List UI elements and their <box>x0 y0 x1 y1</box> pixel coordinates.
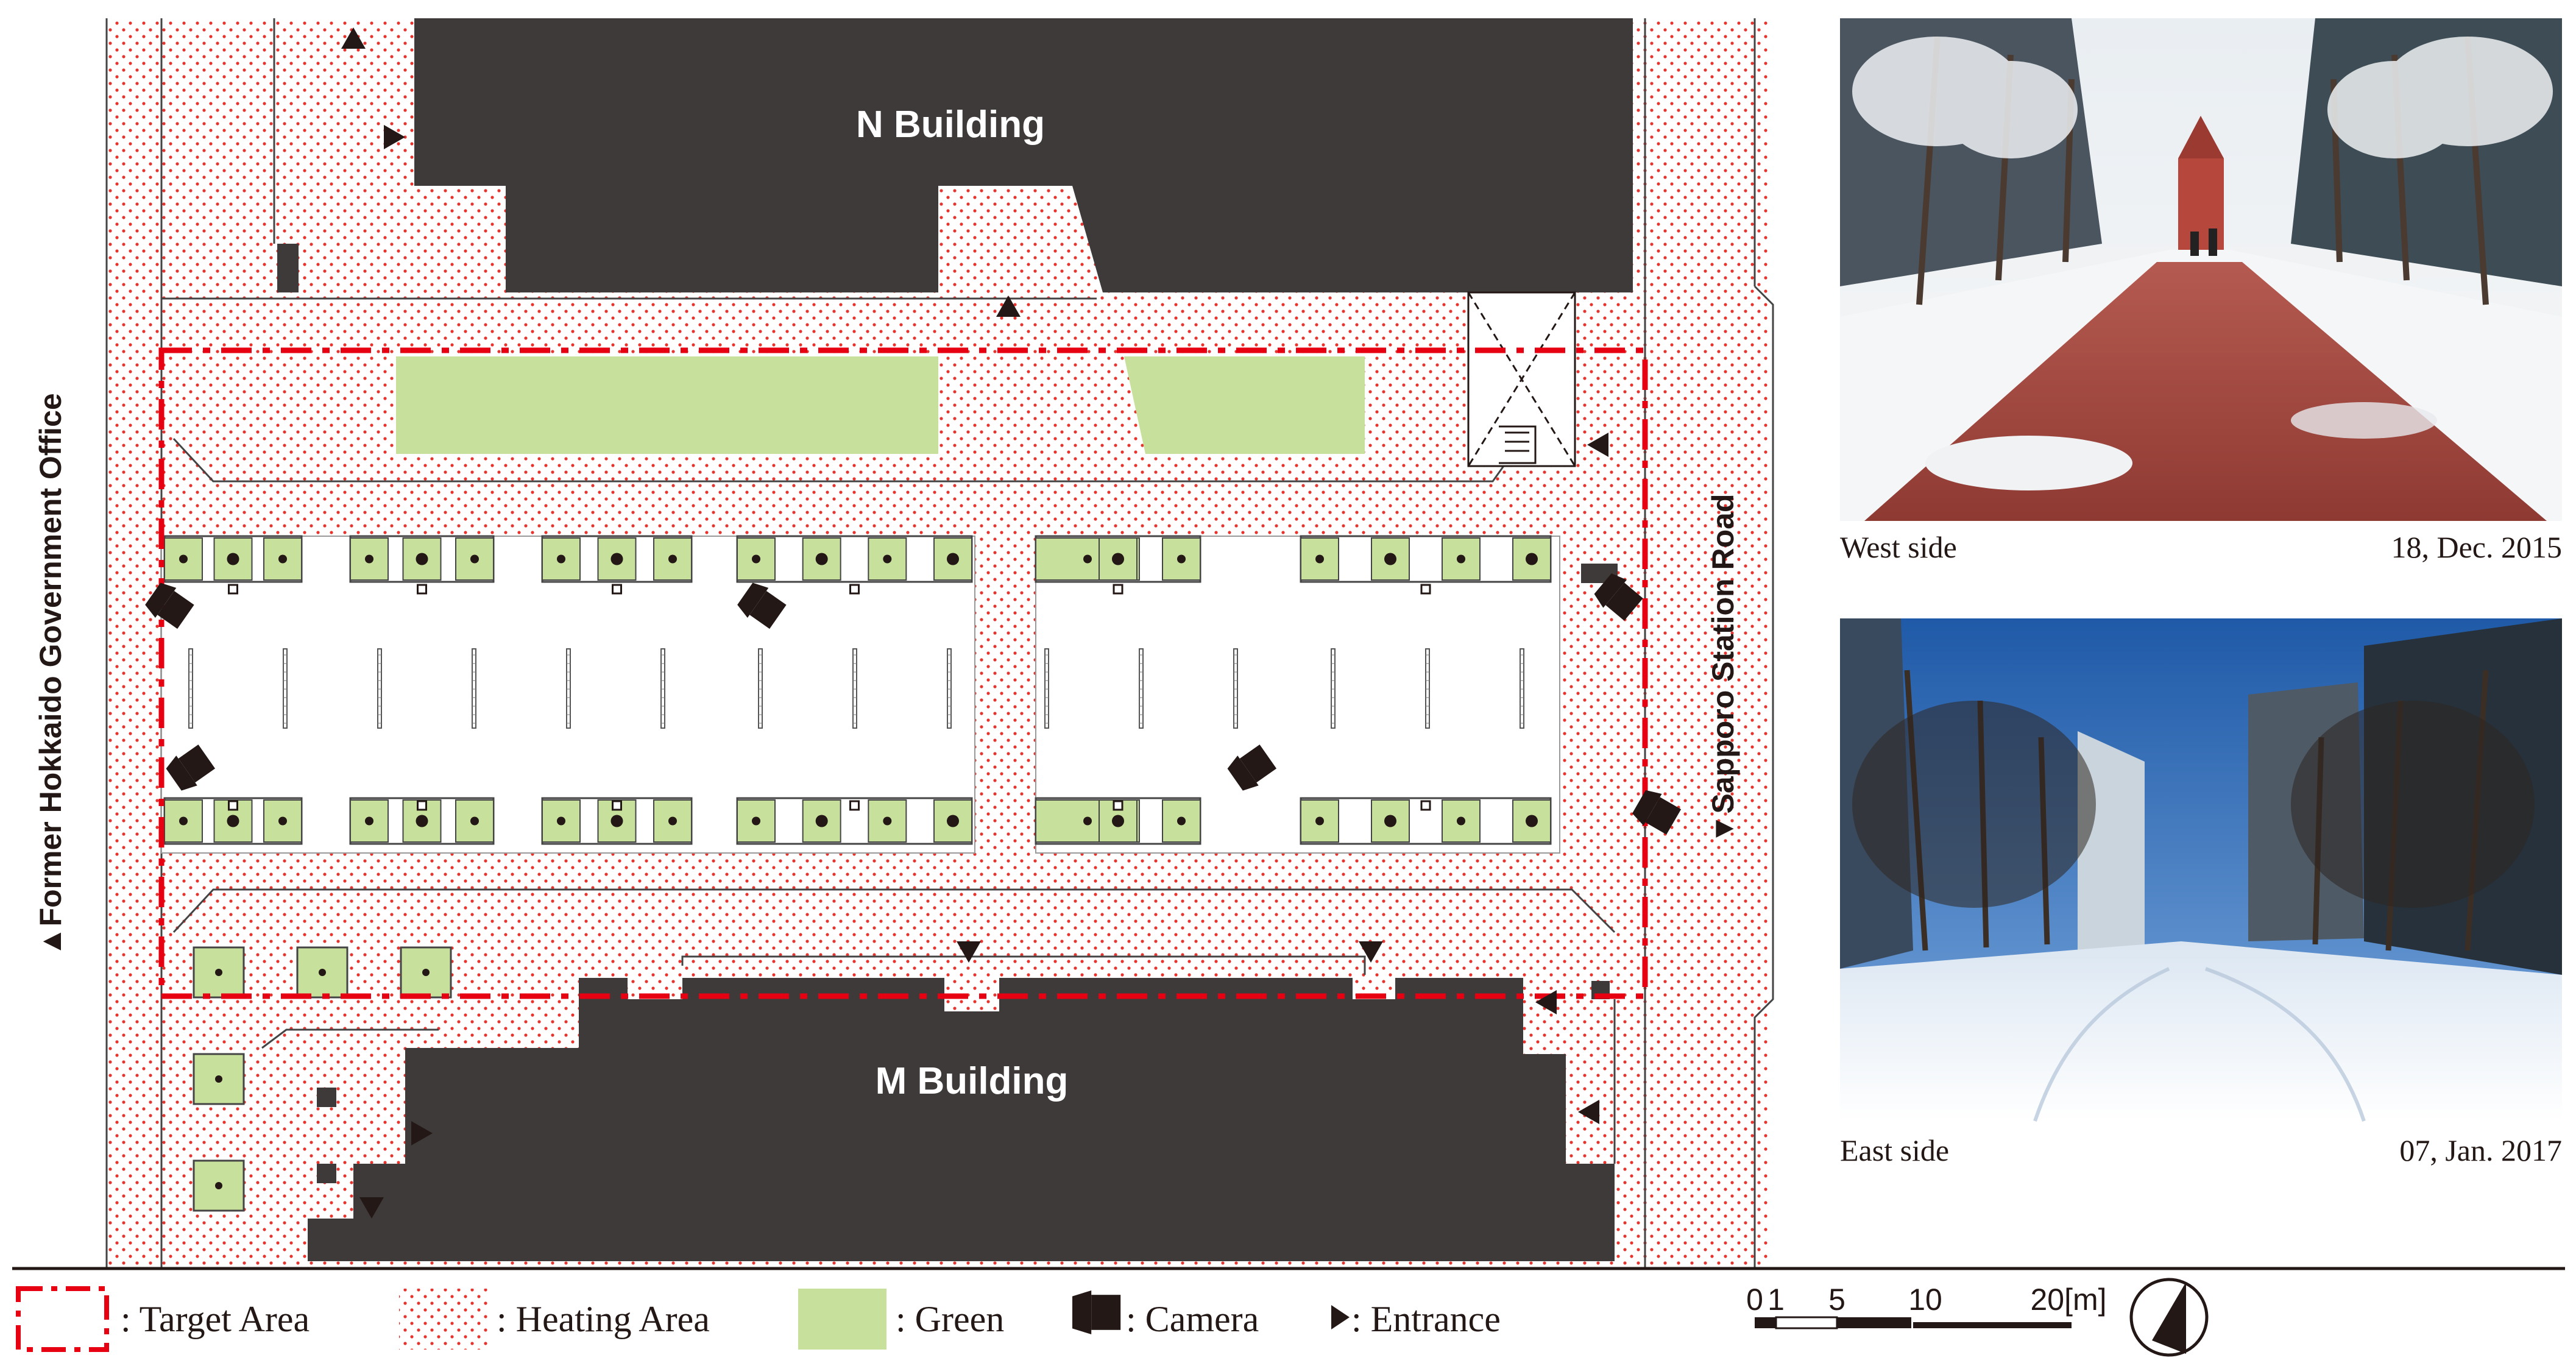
n-building-annex <box>277 244 299 292</box>
legend-target-area-label: : Target Area <box>121 1299 310 1339</box>
bench-mark <box>566 648 571 729</box>
scale-tick-5: 5 <box>1828 1283 1845 1317</box>
entrance-icon <box>411 1121 433 1145</box>
bench-mark <box>1044 648 1049 729</box>
bench-mark <box>660 648 665 729</box>
legend-target-area-swatch <box>16 1286 109 1352</box>
bench-mark <box>852 648 857 729</box>
camera-icon <box>1072 1290 1121 1334</box>
scale-bar: 0 1 5 10 20[m] <box>1746 1283 2107 1329</box>
scale-tick-0: 0 <box>1746 1283 1763 1317</box>
planter-group <box>349 535 495 595</box>
scale-tick-1: 1 <box>1767 1283 1785 1317</box>
m-building-label: M Building <box>876 1060 1069 1102</box>
east-side-date: 07, Jan. 2017 <box>2399 1133 2562 1167</box>
bench-mark <box>1331 648 1336 729</box>
entrance-icon <box>384 125 405 149</box>
bench-mark <box>188 648 193 729</box>
n-building <box>414 18 1633 292</box>
bench-mark <box>758 648 763 729</box>
planter-group <box>1035 535 1201 595</box>
green-strip-west <box>396 356 938 454</box>
legend-green-label: : Green <box>896 1299 1004 1339</box>
planter-group <box>1035 797 1201 845</box>
east-side-photo <box>1840 618 2562 1122</box>
entrance-icon <box>1359 941 1383 963</box>
west-side-photo <box>1840 18 2562 521</box>
scale-tick-20: 20[m] <box>2030 1283 2106 1317</box>
bench-mark <box>472 648 476 729</box>
planter-group <box>163 535 303 595</box>
west-side-date: 18, Dec. 2015 <box>2391 530 2563 564</box>
scale-tick-10: 10 <box>1908 1283 1942 1317</box>
entrance-icon <box>359 1197 384 1219</box>
planter-group <box>541 797 693 845</box>
bench-mark <box>1233 648 1238 729</box>
entrance-icon <box>1587 433 1608 457</box>
planter-group <box>1300 797 1552 845</box>
planter-group <box>163 797 303 845</box>
site-plan: N Building M Building <box>34 18 1774 1267</box>
bench-mark <box>1520 648 1524 729</box>
planter-rows <box>163 535 1552 845</box>
legend-camera-label: : Camera <box>1126 1299 1259 1339</box>
entrance-icon <box>996 295 1021 317</box>
bench-mark <box>947 648 952 729</box>
legend-heating-area-label: : Heating Area <box>497 1299 710 1339</box>
entrance-icon <box>1578 1100 1599 1124</box>
target-area <box>158 347 1648 999</box>
bench-mark <box>1139 648 1144 729</box>
legend: : Target Area : Heating Area : Green : C… <box>12 1267 2565 1357</box>
planter-group <box>349 797 495 845</box>
service-block <box>1467 291 1576 467</box>
n-building-label: N Building <box>856 104 1045 146</box>
planters-west <box>193 946 452 1212</box>
entrance-icon <box>957 941 981 963</box>
legend-heating-area-swatch <box>399 1289 487 1350</box>
bench-mark <box>377 648 382 729</box>
green-strip-east <box>1124 356 1365 454</box>
m-building <box>308 978 1615 1261</box>
planter-group <box>736 535 973 595</box>
entrance-icon <box>1535 990 1557 1014</box>
entrance-icons <box>341 27 1608 1219</box>
west-road-label: ▲Former Hokkaido Government Office <box>34 393 68 957</box>
east-road-label: ▼Sapporo Station Road <box>1706 494 1740 844</box>
bench-mark <box>283 648 288 729</box>
east-side-label: East side <box>1840 1133 1949 1167</box>
legend-entrance-label: : Entrance <box>1351 1299 1501 1339</box>
planter-group <box>1300 535 1552 595</box>
north-arrow-icon <box>2129 1278 2209 1357</box>
legend-green-swatch <box>798 1289 886 1350</box>
entrance-icon <box>341 27 366 49</box>
planter-group <box>736 797 973 845</box>
bench-mark <box>1425 648 1430 729</box>
bench-marks <box>188 648 1524 729</box>
west-side-label: West side <box>1840 530 1957 564</box>
planter-group <box>541 535 693 595</box>
entrance-icon <box>1331 1305 1350 1329</box>
